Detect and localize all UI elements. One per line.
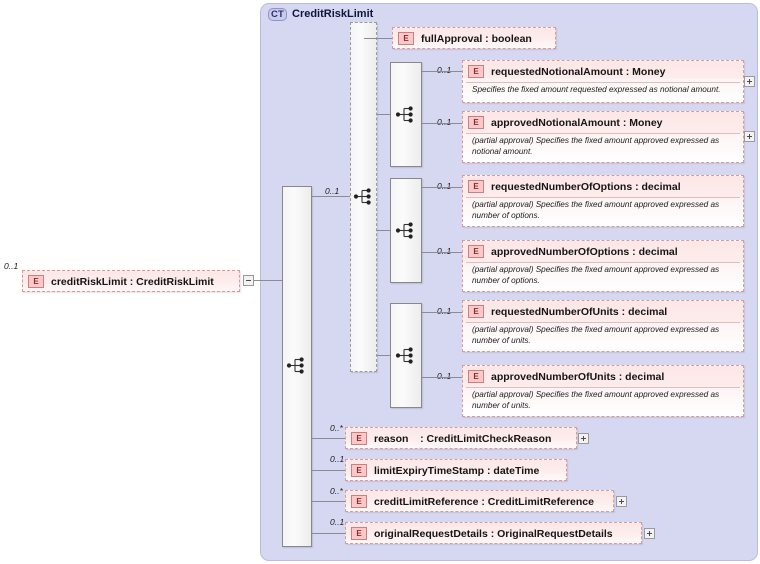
element-header: E requestedNumberOfOptions : decimal [463, 176, 743, 197]
element-requestedNumberOfOptions[interactable]: E requestedNumberOfOptions : decimal (pa… [462, 175, 744, 227]
cardinality-originalRequestDetails: 0..1 [330, 517, 345, 527]
element-badge-icon: E [351, 464, 367, 477]
element-approvedNumberOfOptions[interactable]: E approvedNumberOfOptions : decimal (par… [462, 240, 744, 292]
element-requestedNumberOfUnits[interactable]: E requestedNumberOfUnits : decimal (part… [462, 300, 744, 352]
connector-to-originalRequestDetails [312, 533, 345, 534]
cardinality-limitExpiryTimeStamp: 0..1 [330, 454, 345, 464]
cardinality-approvedNumberOfUnits: 0..1 [437, 371, 452, 381]
connector-to-approvedNumberOfUnits [422, 377, 462, 378]
element-creditRiskLimit[interactable]: E creditRiskLimit : CreditRiskLimit [22, 270, 240, 292]
connector-root-to-panel [254, 280, 282, 281]
element-originalRequestDetails[interactable]: E originalRequestDetails : OriginalReque… [345, 522, 642, 544]
element-badge-icon: E [468, 65, 484, 78]
element-badge-icon: E [468, 370, 484, 383]
element-badge-icon: E [468, 245, 484, 258]
element-label: requestedNotionalAmount : Money [491, 65, 666, 78]
cardinality-reason: 0..* [330, 423, 343, 433]
element-documentation: (partial approval) Specifies the fixed a… [466, 133, 740, 157]
connector-to-reason [312, 438, 345, 439]
element-badge-icon: E [468, 116, 484, 129]
complextype-badge: CT [268, 8, 287, 21]
element-label: creditLimitReference : CreditLimitRefere… [374, 495, 594, 508]
connector-to-approvedNotionalAmount [422, 123, 462, 124]
element-reason[interactable]: E reason : CreditLimitCheckReason [345, 427, 577, 449]
connector-to-limitExpiryTimeStamp [312, 470, 345, 471]
expand-plus-button-approvedNotionalAmount[interactable] [744, 131, 755, 142]
element-header: E approvedNotionalAmount : Money [463, 112, 743, 133]
element-limitExpiryTimeStamp[interactable]: E limitExpiryTimeStamp : dateTime [345, 459, 567, 481]
sequence-icon-outer [286, 357, 304, 374]
element-badge-icon: E [468, 305, 484, 318]
connector-outer-to-inner-group [312, 196, 350, 197]
expand-plus-button-originalRequestDetails[interactable] [644, 528, 655, 539]
compositor-outer-sequence[interactable] [282, 186, 312, 547]
element-header: E requestedNumberOfUnits : decimal [463, 301, 743, 322]
element-badge-icon: E [398, 32, 414, 45]
element-label: requestedNumberOfOptions : decimal [491, 180, 681, 193]
element-label: approvedNumberOfUnits : decimal [491, 370, 665, 383]
element-label: fullApproval : boolean [421, 32, 532, 45]
cardinality-requestedNumberOfOptions: 0..1 [437, 181, 452, 191]
cardinality-requestedNumberOfUnits: 0..1 [437, 306, 452, 316]
element-label: creditRiskLimit : CreditRiskLimit [51, 275, 214, 288]
element-header: E creditRiskLimit : CreditRiskLimit [23, 271, 239, 292]
element-header: E originalRequestDetails : OriginalReque… [346, 523, 641, 544]
element-requestedNotionalAmount[interactable]: E requestedNotionalAmount : Money Specif… [462, 60, 744, 103]
element-label: approvedNotionalAmount : Money [491, 116, 663, 129]
element-header: E requestedNotionalAmount : Money [463, 61, 743, 82]
element-approvedNotionalAmount[interactable]: E approvedNotionalAmount : Money (partia… [462, 111, 744, 163]
sequence-icon-number-of-units [395, 347, 413, 364]
collapse-minus-button-creditRiskLimit[interactable] [243, 275, 254, 286]
expand-plus-button-reason[interactable] [578, 433, 589, 444]
cardinality-creditRiskLimit: 0..1 [4, 261, 19, 271]
element-label: requestedNumberOfUnits : decimal [491, 305, 668, 318]
element-approvedNumberOfUnits[interactable]: E approvedNumberOfUnits : decimal (parti… [462, 365, 744, 417]
element-header: E approvedNumberOfUnits : decimal [463, 366, 743, 387]
element-header: E reason : CreditLimitCheckReason [346, 428, 576, 449]
connector-to-requestedNumberOfUnits [422, 312, 462, 313]
expand-plus-button-creditLimitReference[interactable] [616, 496, 627, 507]
element-badge-icon: E [351, 432, 367, 445]
element-documentation: (partial approval) Specifies the fixed a… [466, 322, 740, 346]
element-header: E creditLimitReference : CreditLimitRefe… [346, 491, 613, 512]
element-documentation: (partial approval) Specifies the fixed a… [466, 387, 740, 411]
cardinality-creditLimitReference: 0..* [330, 486, 343, 496]
element-label: limitExpiryTimeStamp : dateTime [374, 464, 540, 477]
element-creditLimitReference[interactable]: E creditLimitReference : CreditLimitRefe… [345, 490, 614, 512]
element-label: approvedNumberOfOptions : decimal [491, 245, 678, 258]
sequence-icon-number-of-options [395, 222, 413, 239]
element-documentation: (partial approval) Specifies the fixed a… [466, 262, 740, 286]
element-documentation: (partial approval) Specifies the fixed a… [466, 197, 740, 221]
connector-inner-to-notional-group [377, 114, 390, 115]
element-label: reason : CreditLimitCheckReason [374, 432, 552, 445]
element-header: E fullApproval : boolean [393, 28, 555, 49]
element-header: E limitExpiryTimeStamp : dateTime [346, 460, 566, 481]
connector-to-requestedNotionalAmount [422, 71, 462, 72]
connector-to-requestedNumberOfOptions [422, 187, 462, 188]
cardinality-requestedNotionalAmount: 0..1 [437, 65, 452, 75]
element-documentation: Specifies the fixed amount requested exp… [466, 82, 740, 96]
cardinality-approvedNumberOfOptions: 0..1 [437, 246, 452, 256]
connector-to-approvedNumberOfOptions [422, 252, 462, 253]
expand-plus-button-requestedNotionalAmount[interactable] [744, 76, 755, 87]
element-header: E approvedNumberOfOptions : decimal [463, 241, 743, 262]
sequence-icon-inner-group [353, 188, 371, 205]
connector-inner-to-options-group [377, 230, 390, 231]
cardinality-inner-group: 0..1 [325, 186, 340, 196]
cardinality-approvedNotionalAmount: 0..1 [437, 117, 452, 127]
element-label: originalRequestDetails : OriginalRequest… [374, 527, 613, 540]
connector-to-creditLimitReference [312, 501, 345, 502]
connector-to-fullApproval [364, 38, 392, 39]
complextype-title: CreditRiskLimit [292, 8, 374, 20]
connector-inner-to-units-group [377, 355, 390, 356]
element-fullApproval[interactable]: E fullApproval : boolean [392, 27, 556, 49]
sequence-icon-notional-amount [395, 106, 413, 123]
element-badge-icon: E [468, 180, 484, 193]
element-badge-icon: E [351, 527, 367, 540]
element-badge-icon: E [28, 275, 44, 288]
element-badge-icon: E [351, 495, 367, 508]
